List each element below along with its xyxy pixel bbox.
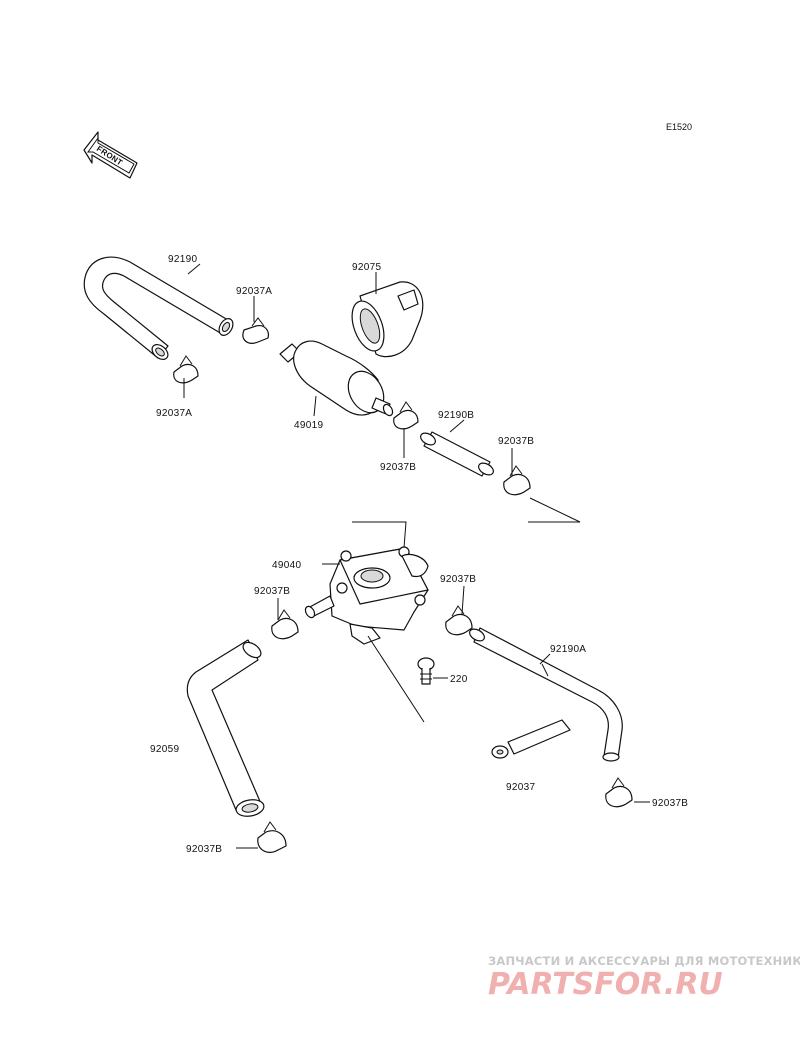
label-92037b-mid: 92037B: [380, 462, 416, 473]
bolt-220: [417, 657, 435, 685]
label-92037b-pump-left: 92037B: [254, 586, 290, 597]
hose-92190a: [469, 627, 623, 762]
bracket-92037: [491, 719, 571, 759]
front-arrow-icon: FRONT: [83, 131, 138, 179]
diagram-code: E1520: [666, 122, 692, 132]
watermark-brand: PARTSFOR.RU: [488, 967, 723, 1002]
clamp-92037b-bottom: [257, 821, 287, 853]
hose-92190: [83, 256, 234, 360]
fuel-filter-49019: [279, 340, 394, 417]
leader-connector-right: [528, 497, 581, 523]
label-92190: 92190: [168, 254, 197, 265]
clamp-92037b-mid: [393, 401, 419, 430]
label-49040: 49040: [272, 560, 301, 571]
label-92037b-lower-right: 92037B: [652, 798, 688, 809]
fuel-pump-49040: [304, 546, 429, 645]
band-92075: [351, 281, 424, 358]
clamp-92037b-lower-right: [605, 777, 633, 808]
clamp-92037a-left: [173, 355, 199, 384]
clamp-92037b-right: [503, 465, 531, 496]
label-92059: 92059: [150, 744, 179, 755]
clamp-92037a-top: [242, 317, 269, 344]
label-220: 220: [450, 674, 468, 685]
hose-92059: [186, 639, 265, 817]
hose-92190b: [420, 431, 494, 477]
label-92190a: 92190A: [550, 644, 586, 655]
label-49019: 49019: [294, 420, 323, 431]
clamp-92037b-pump-right: [445, 605, 473, 636]
label-92037: 92037: [506, 782, 535, 793]
watermark-tagline: ЗАПЧАСТИ И АКСЕССУАРЫ ДЛЯ МОТОТЕХНИКИ: [488, 954, 800, 968]
label-92037a-top: 92037A: [236, 286, 272, 297]
label-92037a-left: 92037A: [156, 408, 192, 419]
leader-connector-pump: [352, 521, 407, 549]
label-92037b-right: 92037B: [498, 436, 534, 447]
label-92190b: 92190B: [438, 410, 474, 421]
clamp-92037b-pump-left: [271, 609, 299, 640]
leader-lines: [183, 263, 650, 849]
label-92075: 92075: [352, 262, 381, 273]
label-92037b-pump-right: 92037B: [440, 574, 476, 585]
label-92037b-bottom: 92037B: [186, 844, 222, 855]
